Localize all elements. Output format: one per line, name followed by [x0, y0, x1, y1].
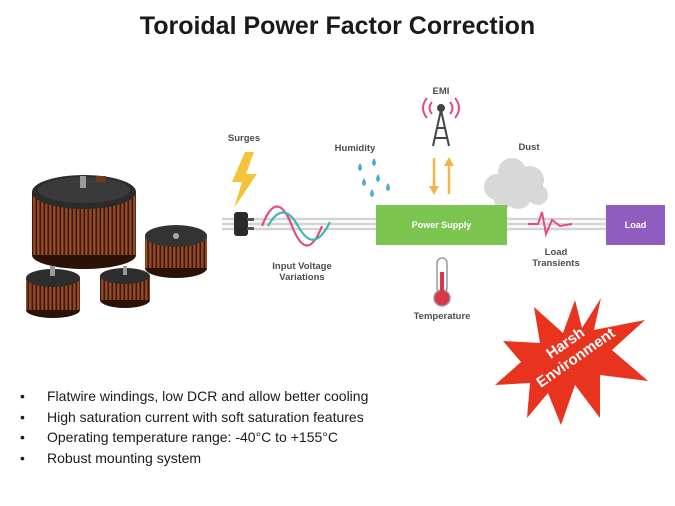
temperature-label: Temperature	[413, 311, 471, 322]
dust-label: Dust	[518, 142, 540, 153]
power-supply-label: Power Supply	[411, 220, 472, 230]
input-wave-pink	[260, 205, 324, 247]
input-wave-teal	[267, 211, 331, 241]
input-voltage-label: Input Voltage Variations	[262, 261, 342, 283]
inductor-image	[26, 175, 207, 318]
bullet-icon: •	[20, 449, 25, 466]
load-label: Load	[624, 220, 647, 230]
load-transients-label: Load Transients	[526, 247, 586, 269]
list-item: • Operating temperature range: -40°C to +…	[20, 427, 368, 448]
emi-label: EMI	[432, 86, 450, 97]
bullet-icon: •	[20, 429, 25, 445]
input-voltage-line1: Input Voltage	[272, 261, 332, 272]
bullet-icon: •	[20, 388, 25, 404]
surges-label: Surges	[227, 133, 261, 144]
list-item: • Robust mounting system	[20, 448, 368, 469]
humidity-label: Humidity	[334, 143, 376, 154]
list-item-text: Robust mounting system	[47, 449, 202, 466]
power-supply-box	[376, 205, 507, 245]
load-transients-line1: Load	[544, 247, 568, 258]
radio-tower-icon	[422, 97, 460, 147]
list-item-text: Operating temperature range: -40°C to +1…	[47, 429, 338, 445]
list-item: • Flatwire windings, low DCR and allow be…	[20, 386, 368, 407]
thermometer-icon	[433, 257, 451, 307]
input-voltage-line2: Variations	[279, 272, 325, 283]
lightning-bolt-icon	[232, 152, 257, 208]
page-title: Toroidal Power Factor Correction	[139, 12, 536, 40]
rain-drops-icon	[358, 158, 390, 197]
list-item-text: Flatwire windings, low DCR and allow bet…	[47, 388, 369, 404]
plug-icon	[234, 212, 254, 236]
dust-cloud-icon	[484, 158, 548, 209]
list-item: • High saturation current with soft satur…	[20, 407, 368, 428]
list-item-text: High saturation current with soft satura…	[47, 408, 364, 425]
feature-list: • Flatwire windings, low DCR and allow be…	[20, 386, 368, 468]
bullet-icon: •	[20, 408, 25, 425]
harsh-environment-badge	[495, 298, 648, 425]
load-transients-line2: Transients	[532, 258, 580, 269]
load-box	[606, 205, 665, 245]
emi-arrows-icon	[429, 157, 454, 195]
load-transient-wave	[528, 211, 573, 238]
